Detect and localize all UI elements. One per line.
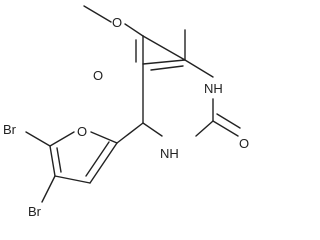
bond-furan-c3-c2-double [85,141,110,177]
atom-br-left: Br [3,122,17,137]
bond-furan-c5-c4-double [56,147,62,173]
atom-nh-upper: NH [204,81,223,96]
bond-c2-o-double [216,113,241,129]
atom-o-methoxy: O [112,15,122,30]
atom-o-urea: O [239,136,249,151]
bond-c2-o [212,120,239,137]
atom-o-carbonyl: O [93,68,103,83]
bond-c5-br [25,131,51,147]
bonds [25,5,241,203]
bond-furan-c3-c2 [89,142,118,184]
bond-furan-o-left [49,131,75,147]
bond-c5-c6-main [142,59,186,65]
atom-br-lower: Br [28,204,42,219]
bond-c5-c6-double [150,65,184,71]
bond-o-carbonylc [124,23,144,37]
bond-c4-furan [116,122,144,144]
bond-n3-c4 [142,122,163,137]
bond-furan-c5-c4 [49,145,56,177]
bond-methyl-o [83,5,112,23]
atom-labels: O O NH NH O O Br Br [3,15,249,219]
atom-o-furan: O [77,124,87,139]
bond-furan-c4-c3 [54,175,91,184]
bond-furan-o-right [90,131,118,144]
bond-c6-n1 [184,59,214,78]
bond-c4-br [41,175,56,203]
bond-carbonylc-c5 [142,35,186,61]
molecule-structure: O O NH NH O O Br Br [3,5,249,219]
atom-nh-lower: NH [160,146,179,161]
bond-c2-n3 [195,120,214,137]
